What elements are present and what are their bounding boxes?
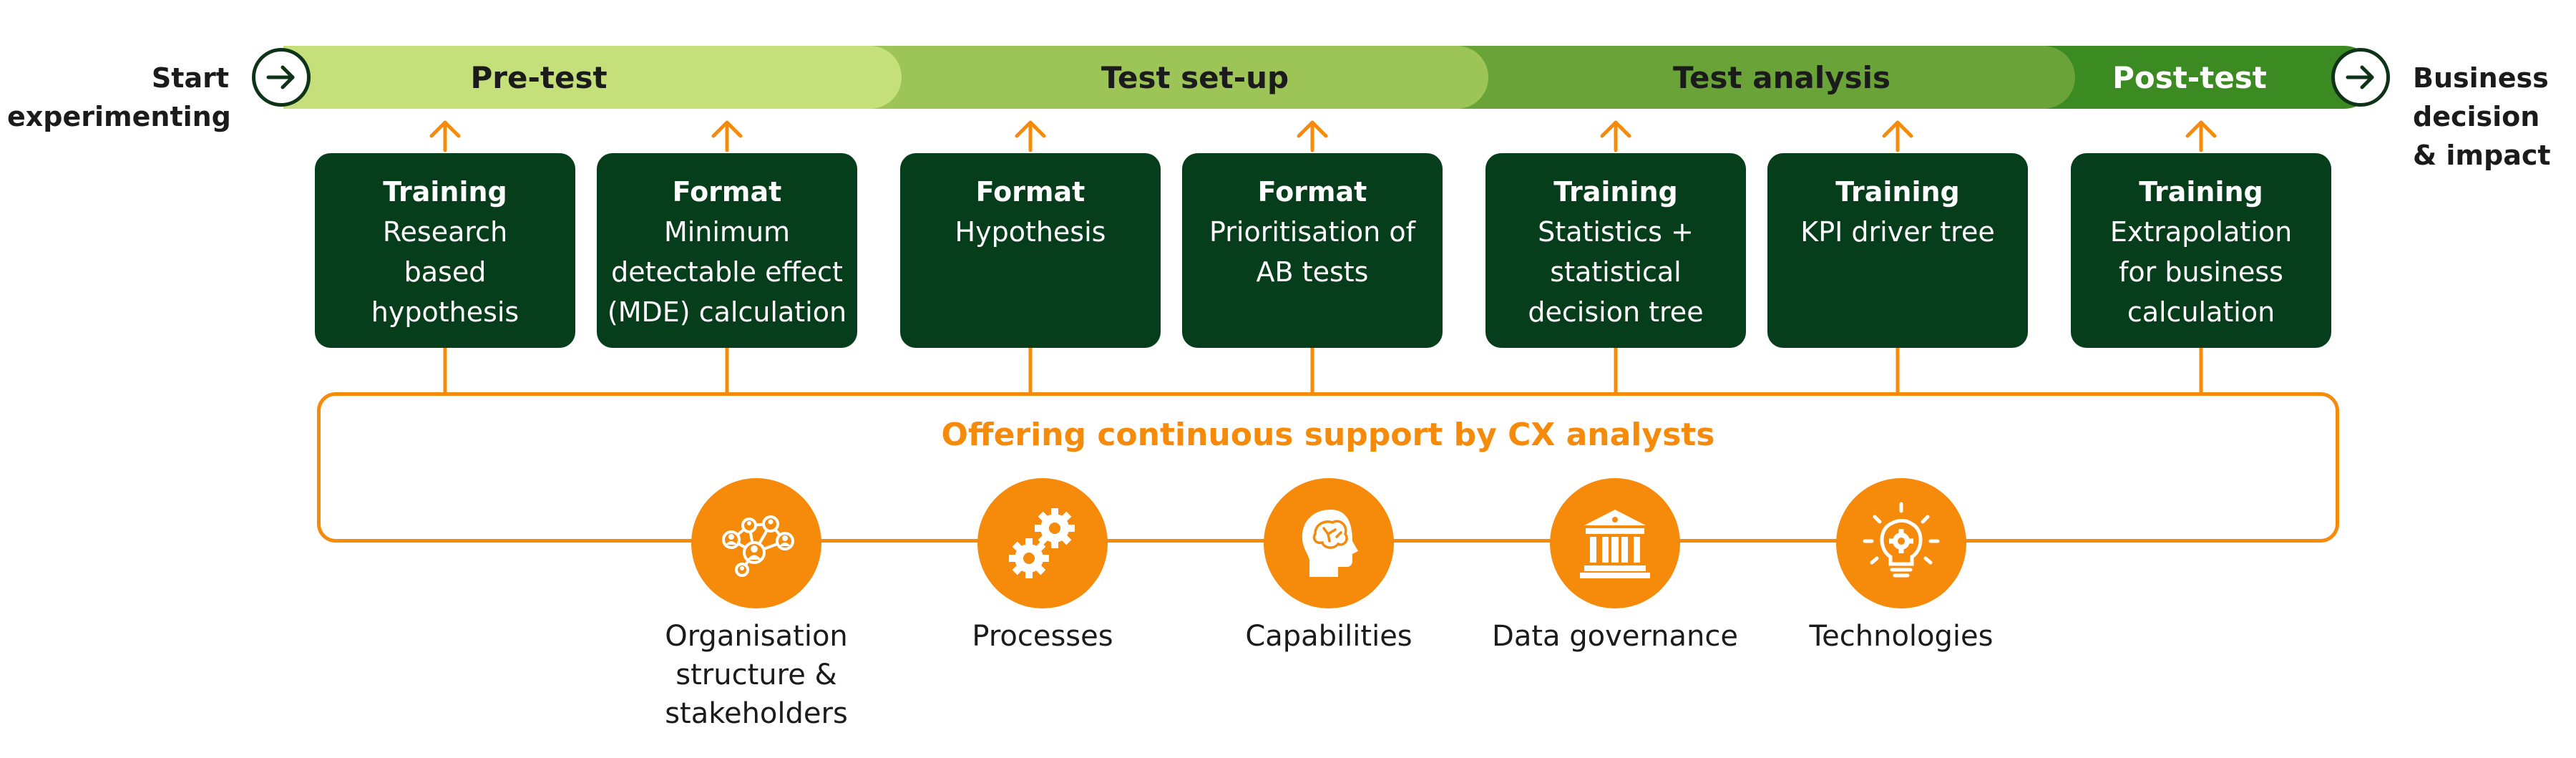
end-label: Business decision & impact bbox=[2413, 62, 2551, 171]
box-text: Research based hypothesis bbox=[371, 216, 519, 328]
box-training-extrapolation: Training Extrapolation for business calc… bbox=[2071, 153, 2331, 348]
pillar-label-data-governance: Data governance bbox=[1492, 620, 1738, 653]
box-text: KPI driver tree bbox=[1800, 216, 1995, 248]
phase-post-test: Post-test bbox=[2025, 46, 2376, 109]
box-type: Training bbox=[1553, 176, 1678, 208]
box-type: Training bbox=[2139, 176, 2263, 208]
phase-pre-test: Pre-test bbox=[283, 46, 902, 109]
start-label: Start experimenting bbox=[7, 62, 231, 132]
start-arrow-icon bbox=[252, 48, 311, 107]
pillar-label-technologies: Technologies bbox=[1809, 620, 1994, 653]
phase-label: Pre-test bbox=[470, 59, 608, 95]
brain-head-icon bbox=[1264, 478, 1394, 608]
box-training-kpi-driver-tree: Training KPI driver tree bbox=[1767, 153, 2028, 348]
box-type: Format bbox=[1257, 176, 1367, 208]
box-format-hypothesis: Format Hypothesis bbox=[900, 153, 1161, 348]
phase-test-set-up: Test set-up bbox=[852, 46, 1488, 109]
end-arrow-icon bbox=[2331, 48, 2390, 107]
phase-label: Test set-up bbox=[1101, 59, 1289, 95]
box-format-mde: Format Minimum detectable effect (MDE) c… bbox=[597, 153, 857, 348]
network-people-icon bbox=[691, 478, 821, 608]
box-type: Format bbox=[975, 176, 1085, 208]
pillar-label-processes: Processes bbox=[972, 620, 1113, 653]
phase-label: Test analysis bbox=[1672, 59, 1890, 95]
phase-test-analysis: Test analysis bbox=[1438, 46, 2075, 109]
box-text: Statistics + statistical decision tree bbox=[1528, 216, 1704, 328]
box-type: Format bbox=[672, 176, 782, 208]
box-text: Minimum detectable effect (MDE) calculat… bbox=[607, 216, 847, 328]
institution-icon bbox=[1550, 478, 1680, 608]
pillar-label-organisation: Organisation structure & stakeholders bbox=[665, 620, 848, 730]
gears-icon bbox=[977, 478, 1108, 608]
box-type: Training bbox=[1835, 176, 1960, 208]
lightbulb-gear-icon bbox=[1836, 478, 1966, 608]
box-text: Hypothesis bbox=[955, 216, 1106, 248]
box-text: Extrapolation for business calculation bbox=[2109, 216, 2293, 328]
box-training-research-hypothesis: Training Research based hypothesis bbox=[315, 153, 575, 348]
box-type: Training bbox=[383, 176, 507, 208]
phase-label: Post-test bbox=[2112, 59, 2267, 95]
box-training-statistics: Training Statistics + statistical decisi… bbox=[1485, 153, 1746, 348]
box-text: Prioritisation of AB tests bbox=[1209, 216, 1415, 288]
box-format-prioritisation: Format Prioritisation of AB tests bbox=[1182, 153, 1443, 348]
support-title: Offering continuous support by CX analys… bbox=[941, 417, 1715, 453]
pillar-label-capabilities: Capabilities bbox=[1245, 620, 1413, 653]
